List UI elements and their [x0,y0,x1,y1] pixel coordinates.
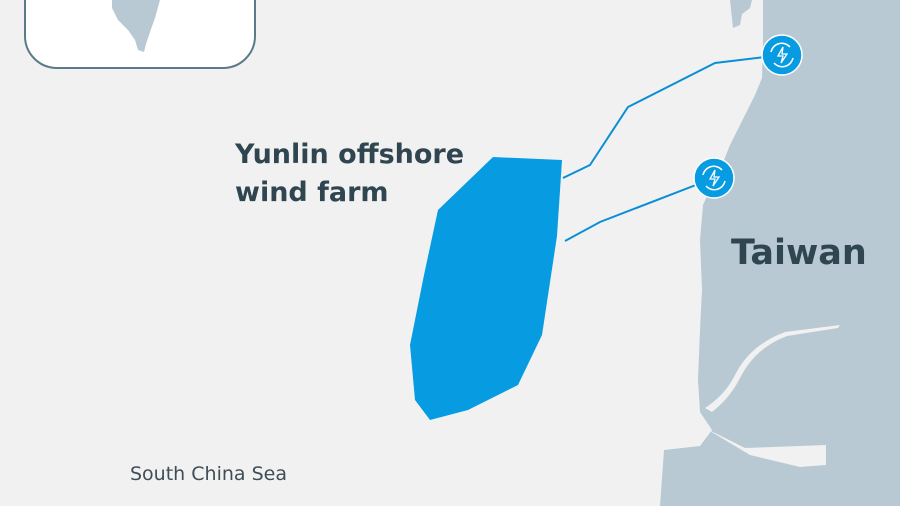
inset-map [24,0,256,69]
substation-north-icon[interactable] [761,34,803,76]
export-cable-north [562,54,783,179]
sea-label: South China Sea [130,463,287,485]
wind-farm-area[interactable] [410,157,562,420]
inset-taiwan-shape [112,0,160,52]
wind-farm-label: Yunlin offshore wind farm [235,139,465,208]
taiwan-landmass [660,0,900,506]
export-cable-south [564,177,715,242]
taiwan-label: Taiwan [731,233,867,273]
substation-south-icon[interactable] [693,157,735,199]
